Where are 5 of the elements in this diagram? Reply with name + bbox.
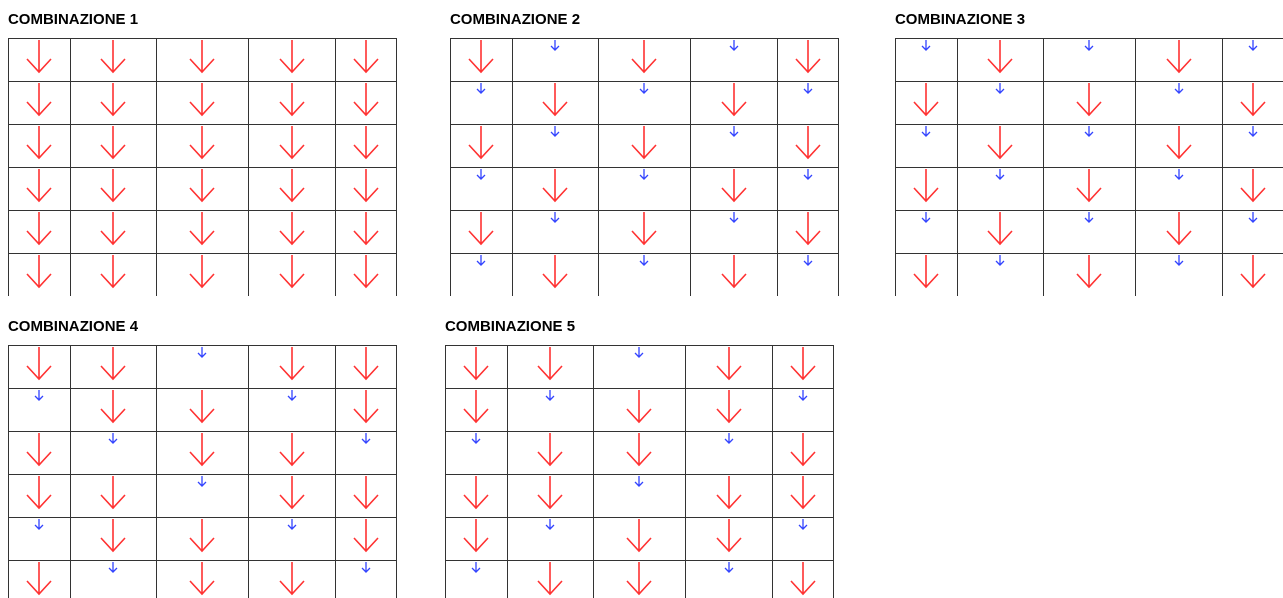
panel-heading: COMBINAZIONE 5 [445,317,575,334]
panel-heading: COMBINAZIONE 2 [450,10,580,27]
panel-heading: COMBINAZIONE 4 [8,317,138,334]
panel-heading: COMBINAZIONE 3 [895,10,1025,27]
panel-heading: COMBINAZIONE 1 [8,10,138,27]
